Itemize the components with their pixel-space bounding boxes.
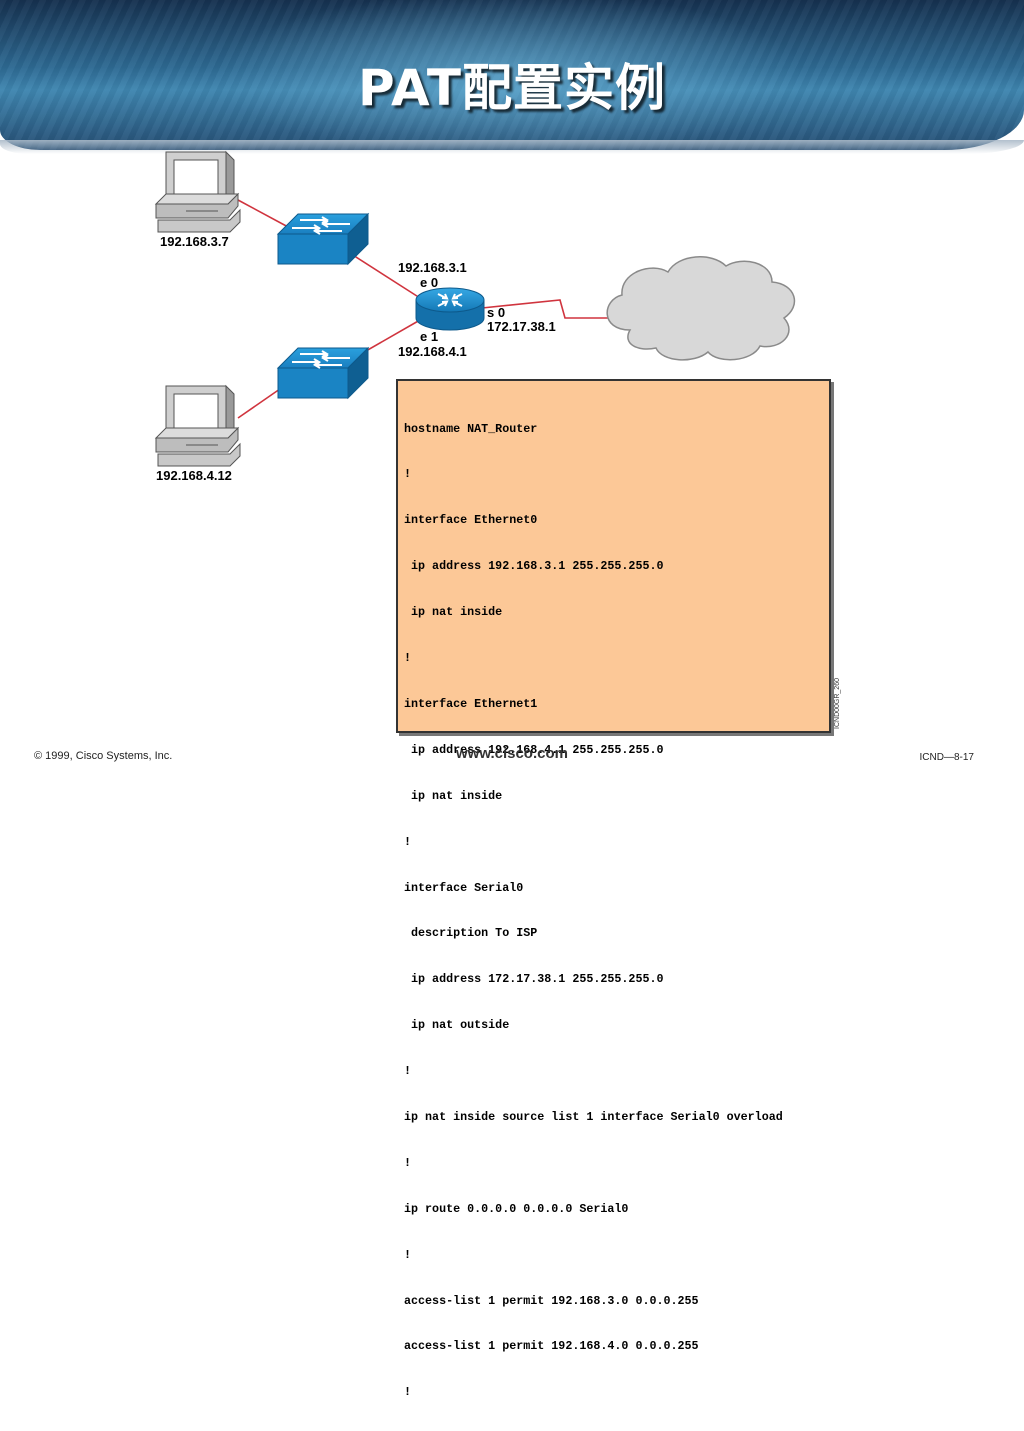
config-line: ip nat outside bbox=[404, 1018, 510, 1033]
config-line: interface Serial0 bbox=[404, 880, 524, 895]
router-e1-label: e 1 bbox=[420, 329, 439, 344]
config-line: access-list 1 permit 192.168.4.0 0.0.0.2… bbox=[404, 1339, 699, 1354]
config-line: ! bbox=[404, 1385, 412, 1400]
link-router-serial bbox=[481, 299, 612, 319]
footer-copyright: © 1999, Cisco Systems, Inc. bbox=[34, 750, 173, 762]
config-line: ip nat inside source list 1 interface Se… bbox=[404, 1109, 783, 1124]
switch-icon bbox=[276, 212, 370, 266]
link-switch1-router bbox=[344, 249, 421, 299]
router-e1-ip-label: 192.168.4.1 bbox=[398, 344, 467, 359]
pc-icon bbox=[154, 150, 241, 233]
config-line: access-list 1 permit 192.168.3.0 0.0.0.2… bbox=[404, 1293, 699, 1308]
config-line: ! bbox=[404, 1064, 412, 1079]
config-line: ip nat inside bbox=[404, 605, 503, 620]
config-line: description To ISP bbox=[404, 926, 538, 941]
router-e0-label: e 0 bbox=[420, 275, 439, 290]
config-lines: hostname NAT_Router ! interface Ethernet… bbox=[404, 391, 783, 1431]
router-e0-ip-label: 192.168.3.1 bbox=[398, 260, 467, 275]
config-line: ! bbox=[404, 1155, 412, 1170]
slide-title: PAT配置实例 bbox=[358, 59, 666, 117]
config-line: ip address 192.168.4.1 255.255.255.0 bbox=[404, 742, 664, 757]
router-icon bbox=[415, 287, 485, 331]
config-line: ip route 0.0.0.0 0.0.0.0 Serial0 bbox=[404, 1201, 629, 1216]
figure-tag-text: ICND00GR_260 bbox=[833, 678, 841, 729]
config-line: ! bbox=[404, 467, 412, 482]
config-line: interface Ethernet0 bbox=[404, 513, 538, 528]
title-banner bbox=[0, 0, 1024, 154]
pc-icon bbox=[154, 384, 241, 467]
host2-ip-label: 192.168.4.12 bbox=[156, 468, 232, 483]
figure-tag: ICND00GR_260 bbox=[832, 678, 842, 733]
config-line: ! bbox=[404, 834, 412, 849]
switch-icon bbox=[276, 346, 370, 400]
config-line: interface Ethernet1 bbox=[404, 696, 538, 711]
router-config-box: hostname NAT_Router ! interface Ethernet… bbox=[396, 379, 831, 1399]
network-diagram bbox=[154, 150, 796, 467]
host1-ip-label: 192.168.3.7 bbox=[160, 234, 229, 249]
footer-url: www.cisco.com bbox=[456, 745, 568, 762]
link-pc1-switch1 bbox=[237, 199, 291, 229]
config-line: ip address 172.17.38.1 255.255.255.0 bbox=[404, 972, 664, 987]
router-s0-label: s 0 bbox=[487, 305, 506, 320]
footer-page-number: ICND—8-17 bbox=[919, 752, 974, 763]
config-line: ! bbox=[404, 651, 412, 666]
config-line: hostname NAT_Router bbox=[404, 421, 538, 436]
config-line: ip address 192.168.3.1 255.255.255.0 bbox=[404, 559, 664, 574]
router-s0-ip-label: 172.17.38.1 bbox=[487, 319, 556, 334]
config-line: ip nat inside bbox=[404, 788, 503, 803]
network-links bbox=[237, 199, 612, 419]
cloud-icon bbox=[606, 256, 796, 361]
config-line: ! bbox=[404, 1247, 412, 1262]
